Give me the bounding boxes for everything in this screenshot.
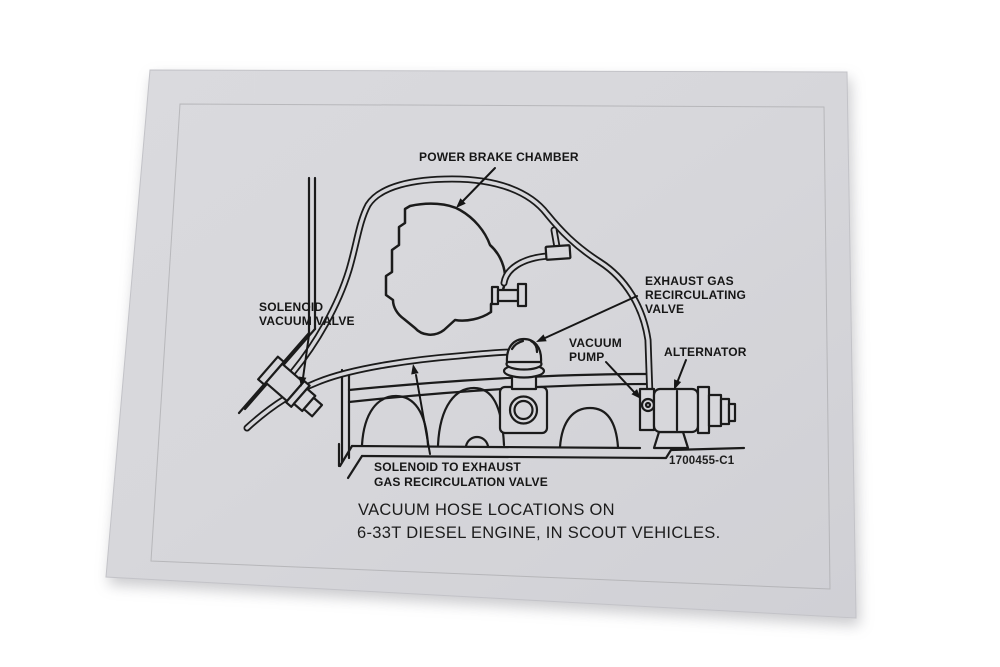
callout-labels: POWER BRAKE CHAMBER SOLENOID VACUUM VALV… [259, 150, 747, 489]
arrow-egr-valve [544, 295, 638, 339]
caption-line-2: 6-33T DIESEL ENGINE, IN SCOUT VEHICLES. [357, 524, 721, 542]
valve-tip [302, 396, 324, 418]
caption: VACUUM HOSE LOCATIONS ON 6-33T DIESEL EN… [357, 501, 721, 542]
arrow-solenoid-vacuum-valve [302, 334, 310, 379]
part-number: 1700455-C1 [669, 455, 735, 467]
label-egr-valve: VALVE [645, 302, 684, 316]
power-brake-chamber-outline [384, 202, 507, 336]
label-solenoid-vacuum-valve: VACUUM VALVE [259, 314, 355, 328]
arrow-power-brake-chamber [460, 167, 496, 204]
label-solenoid-to-egr: SOLENOID TO EXHAUST [374, 460, 521, 474]
pulley-nut [727, 402, 737, 423]
decal-face [105, 69, 857, 619]
label-solenoid-to-egr: GAS RECIRCULATION VALVE [374, 475, 548, 489]
decal [105, 69, 857, 619]
alternator-foot [652, 430, 690, 450]
label-power-brake-chamber: POWER BRAKE CHAMBER [419, 150, 579, 164]
hose-tee-to-chamber [500, 252, 552, 287]
vacuum-pump-port [640, 397, 656, 413]
intake-runner [558, 406, 620, 449]
label-egr-valve: RECIRCULATING [645, 288, 746, 302]
arrow-solenoid-to-egr [415, 374, 431, 455]
arrow-vacuum-pump [605, 361, 636, 394]
label-solenoid-vacuum-valve: SOLENOID [259, 300, 323, 314]
label-alternator: ALTERNATOR [664, 345, 747, 359]
caption-line-1: VACUUM HOSE LOCATIONS ON [358, 501, 615, 519]
label-egr-valve: EXHAUST GAS [645, 274, 734, 288]
engine-diagram: POWER BRAKE CHAMBER SOLENOID VACUUM VALV… [237, 150, 747, 542]
alternator-part [638, 385, 737, 450]
label-vacuum-pump: PUMP [569, 350, 604, 364]
pulley-ring [707, 393, 723, 428]
hose-main-loop [289, 175, 654, 402]
arrow-alternator [676, 359, 687, 384]
hose-solenoid-to-egr [243, 348, 518, 432]
pulley-ring [696, 385, 711, 435]
label-vacuum-pump: VACUUM [569, 336, 622, 350]
brake-chamber-fitting [490, 282, 528, 308]
intake-runner [464, 435, 490, 448]
callout-arrows [298, 167, 687, 455]
egr-valve-part [498, 337, 549, 435]
hose-tee-stub [550, 226, 561, 251]
solenoid-vacuum-valve-part [257, 355, 324, 418]
tee-connector [544, 244, 572, 261]
pulley-ring [719, 397, 731, 426]
decal-inner-border [150, 103, 831, 590]
